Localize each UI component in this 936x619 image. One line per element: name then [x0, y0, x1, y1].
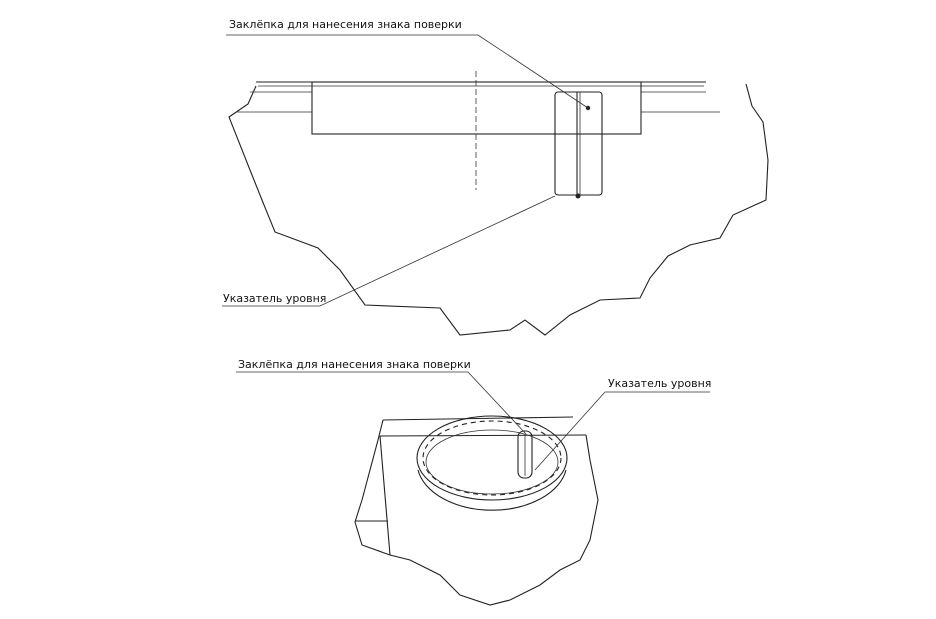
iso-rivet-label: Заклёпка для нанесения знака поверки [238, 358, 471, 371]
rim-inner [425, 429, 559, 495]
iso-top-edge [382, 416, 574, 421]
rim-bolts [422, 420, 562, 496]
rim-outer [416, 415, 568, 501]
skirt-ellipse [417, 469, 567, 511]
level-leader [222, 195, 556, 307]
iso-side-edge [379, 435, 391, 556]
iso-break-outline [354, 419, 599, 606]
iso-view: Заклёпка для нанесения знака поверки Ука… [236, 358, 711, 606]
top-level-label: Указатель уровня [223, 292, 326, 305]
level-mark [575, 193, 581, 199]
iso-top-edge-2 [379, 434, 587, 437]
level-indicator [554, 91, 603, 196]
neck-body [311, 81, 642, 135]
rivet-leader [226, 34, 589, 109]
iso-level-label: Указатель уровня [608, 377, 711, 390]
iso-rivet-leader [236, 371, 527, 435]
top-break-outline [228, 83, 769, 336]
iso-level-indicator [517, 430, 533, 479]
top-section-view: Заклёпка для нанесения знака поверки Ука… [222, 18, 769, 336]
iso-level-leader [534, 391, 710, 471]
top-rivet-label: Заклёпка для нанесения знака поверки [229, 18, 462, 31]
